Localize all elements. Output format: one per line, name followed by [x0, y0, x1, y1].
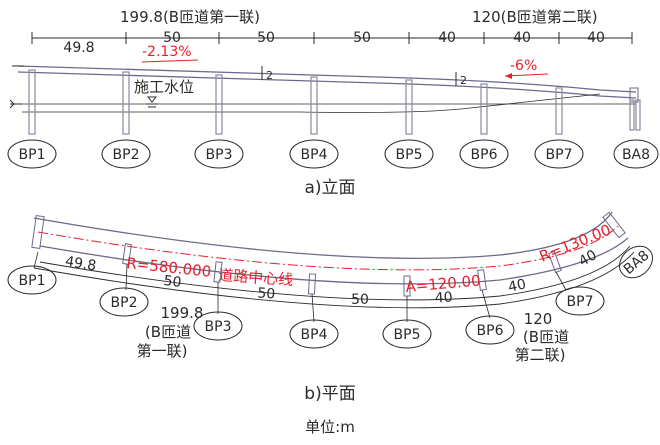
pier-label-bp5: BP5 [396, 147, 423, 163]
arrow-head-icon [505, 73, 512, 79]
plan-span-label: 49.8 [64, 254, 97, 275]
svg-text:第二联): 第二联) [515, 346, 566, 364]
svg-text:(B匝道: (B匝道 [145, 323, 191, 341]
elevation-caption: a)立面 [304, 178, 355, 198]
centerline-label: 道路中心线 [218, 266, 294, 289]
water-level-label: 施工水位 [134, 78, 194, 96]
slope-left-label: -2.13% [142, 44, 192, 60]
joint-mark-icon: 2 2 [261, 66, 467, 87]
offset-line [39, 245, 631, 301]
plan-group2-label: 120 (B匝道 第二联) [515, 310, 570, 364]
road-centerline [37, 223, 621, 271]
group2-label: 120(B匝道第二联) [472, 8, 598, 26]
plan-caption: b)平面 [304, 384, 355, 404]
dimension-ticks [31, 32, 633, 44]
span-label: 50 [257, 30, 275, 46]
svg-text:120: 120 [524, 310, 553, 328]
span-label: 50 [353, 30, 371, 46]
plan-span-label: 40 [507, 276, 528, 295]
plan-pier-bp3: BP3 [205, 319, 232, 335]
elevation-view: 199.8(B匝道第一联) 120(B匝道第二联) 49.8 50 50 50 … [7, 8, 659, 198]
plan-group1-label: 199.8 (B匝道 第一联) [137, 304, 204, 360]
pier-labels [7, 139, 659, 169]
svg-text:(B匝道: (B匝道 [523, 328, 569, 346]
pier-label-bp3: BP3 [206, 147, 233, 163]
abutment-end [602, 211, 626, 239]
water-level-icon [146, 96, 158, 108]
inner-edge [39, 237, 629, 285]
plan-span-label: 50 [257, 285, 276, 302]
section-break-icon [9, 99, 15, 109]
plan-span-label: 50 [351, 292, 369, 308]
plan-pier-bp5: BP5 [394, 327, 421, 343]
plan-pier-bp7: BP7 [567, 294, 594, 310]
outer-edge [33, 211, 613, 260]
group1-label: 199.8(B匝道第一联) [120, 8, 260, 26]
slope-left-arrow [141, 59, 199, 63]
plan-span-label: 40 [576, 247, 599, 270]
radius-130-label: R=130.00 [537, 221, 614, 266]
pier-label-bp1: BP1 [19, 147, 46, 163]
plan-pier-bp2: BP2 [111, 295, 138, 311]
svg-text:199.8: 199.8 [161, 304, 204, 322]
span-label: 49.8 [63, 40, 94, 56]
pier-label-ba8: BA8 [622, 147, 650, 163]
plan-view: R=580.000 道路中心线 A=120.00 R=130.00 49.8 5… [7, 211, 653, 404]
span-label: 50 [163, 30, 181, 46]
plan-span-label: 50 [163, 273, 183, 291]
svg-text:2: 2 [460, 74, 467, 87]
pier-label-bp6: BP6 [471, 147, 498, 163]
span-label: 40 [438, 30, 456, 46]
pier-label-bp2: BP2 [113, 147, 140, 163]
pier-label-bp4: BP4 [301, 147, 328, 163]
plan-pier-labels [7, 245, 653, 349]
plan-span-label: 40 [434, 289, 453, 306]
pier-label-bp7: BP7 [546, 147, 573, 163]
unit-label: 单位:m [305, 418, 355, 436]
span-label: 40 [587, 30, 605, 46]
pier-leaders [33, 251, 567, 323]
piers [28, 69, 641, 135]
plan-pier-bp4: BP4 [301, 327, 328, 343]
deck-girder [12, 65, 639, 103]
svg-text:2: 2 [266, 69, 273, 82]
abutment-start [31, 215, 45, 249]
slope-right-arrow [504, 73, 549, 77]
plan-pier-bp1: BP1 [19, 273, 46, 289]
svg-text:第一联): 第一联) [137, 342, 188, 360]
span-label: 40 [513, 30, 531, 46]
plan-pier-bp6: BP6 [477, 323, 504, 339]
slope-right-label: -6% [510, 58, 537, 74]
plan-dimension-line [33, 251, 635, 309]
